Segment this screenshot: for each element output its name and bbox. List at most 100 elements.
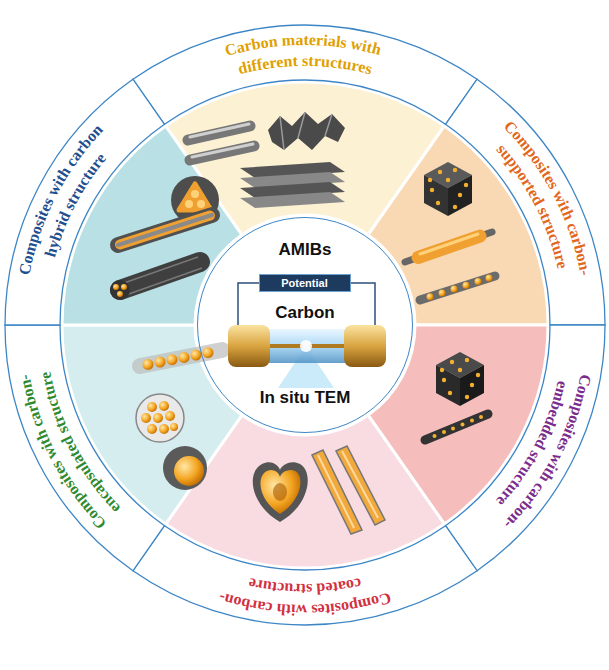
- embedded-structures-part-part: [442, 430, 446, 434]
- coated-structures-part: [318, 455, 354, 528]
- supported-structures-part-part: [438, 170, 442, 174]
- hybrid-structures-part: [118, 215, 212, 245]
- supported-structures-part: [420, 234, 478, 254]
- sector-title: Composites with carbon hybrid structure: [16, 118, 109, 277]
- encapsulated-structures-part-part: [155, 357, 166, 368]
- embedded-structures-part: [460, 365, 484, 406]
- title-cell-shape: Composites with carbon-supported structu…: [444, 77, 607, 325]
- supported-structures-part: [428, 168, 468, 209]
- encapsulated-structures-part-part: [147, 402, 157, 412]
- title-cell: Composites with carbon-embedded structur…: [444, 325, 607, 573]
- encapsulated-structures-part-part: [153, 413, 163, 423]
- hybrid-structures-part: [120, 262, 200, 290]
- supported-structures-part-part: [436, 201, 440, 205]
- supported-structures-part-part: [463, 282, 470, 289]
- embedded-structures-part: [433, 415, 484, 438]
- embedded-structures-part-part: [470, 419, 474, 423]
- supported-structures-part-part: [446, 178, 450, 182]
- sector-title: Carbon materials with different structur…: [223, 31, 387, 77]
- hybrid-structures-part-part: [113, 284, 119, 290]
- title-cell-outline: [5, 79, 164, 325]
- center-circle: AMIBsCarbon In situ TEM Potential: [197, 217, 413, 433]
- title-cell-shape: Carbon materials with different structur…: [131, 23, 479, 126]
- sector-wedges: [62, 82, 548, 568]
- coated-structures-part: [336, 446, 385, 525]
- supported-structures-part: [405, 232, 492, 262]
- title-line: Composites with carbon-: [501, 373, 595, 533]
- embedded-structures-part-part: [458, 368, 462, 372]
- carbon-structures-part: [190, 124, 249, 137]
- in-situ-cell: [228, 283, 386, 388]
- hybrid-structures-part: [179, 184, 211, 210]
- hybrid-structures-part: [110, 280, 130, 300]
- center-label: Carbon: [198, 303, 412, 323]
- hybrid-structures-part: [126, 268, 202, 295]
- coated-structures: [253, 446, 385, 534]
- hybrid-structures-part: [124, 257, 198, 283]
- coated-structures-part: [342, 451, 378, 518]
- title-cell-outline: [133, 526, 477, 625]
- carbon-structures-part: [190, 146, 254, 160]
- title-line: Composites with carbon: [16, 118, 109, 277]
- in-situ-cell-part: [344, 325, 386, 367]
- supported-structures: [405, 162, 495, 300]
- sector-title: Composites with carbon-coated structure: [217, 575, 393, 619]
- encapsulated-structures-part-part: [165, 411, 175, 421]
- supported-structures-part-part: [458, 193, 462, 197]
- coated-structures-part: [253, 462, 308, 522]
- title-line: supported structure: [493, 140, 571, 270]
- center-label: AMIBs: [198, 240, 412, 260]
- hybrid-structures-part: [185, 190, 205, 208]
- center-label: In situ TEM: [198, 388, 412, 408]
- hybrid-structures: [110, 176, 219, 300]
- title-cell: Composites with carbon-coated structure: [131, 524, 479, 627]
- supported-structures-part-part: [430, 188, 434, 192]
- encapsulated-structures-part: [136, 394, 184, 442]
- supported-structures-part-part: [451, 286, 458, 293]
- title-cell-outline: [446, 325, 605, 571]
- encapsulated-structures-part: [174, 456, 204, 486]
- supported-structures-part-part: [439, 290, 446, 297]
- title-line: coated structure: [247, 575, 363, 598]
- embedded-structures-part-part: [461, 423, 465, 427]
- encapsulated-structures-part-part: [147, 424, 157, 434]
- embedded-structures-part-part: [450, 360, 454, 364]
- potential-box: Potential: [259, 274, 351, 292]
- embedded-structures-part-part: [442, 378, 446, 382]
- coated-structures-part: [260, 470, 300, 514]
- in-situ-cell-part: [300, 340, 312, 352]
- title-cell: Carbon materials with different structur…: [131, 23, 479, 126]
- title-cell: Composites with carbon hybrid structure: [3, 77, 166, 326]
- embedded-structures-part: [436, 365, 460, 406]
- supported-structures-part-part: [453, 168, 457, 172]
- title-cell: Composites with carbon-encapsulated stru…: [3, 325, 166, 573]
- supported-structures-part: [448, 175, 472, 216]
- hybrid-structures-part: [113, 284, 127, 297]
- supported-structures-part: [420, 276, 495, 300]
- encapsulated-structures-part-part: [167, 354, 178, 365]
- embedded-structures-part-part: [448, 391, 452, 395]
- carbon-structures-part: [240, 192, 345, 208]
- encapsulated-structures: [136, 347, 222, 490]
- title-cell-shape: Composites with carbon-embedded structur…: [444, 325, 607, 573]
- embedded-structures-part-part: [470, 383, 474, 387]
- title-line: hybrid structure: [41, 150, 109, 259]
- supported-structures-part-part: [486, 275, 493, 282]
- embedded-structures-part: [440, 358, 480, 399]
- carbon-structures-part: [280, 112, 332, 150]
- encapsulated-structures-part-part: [203, 347, 214, 358]
- hybrid-structures-part-part: [185, 200, 193, 208]
- supported-structures-part-part: [427, 293, 434, 300]
- encapsulated-structures-part-part: [170, 423, 178, 431]
- embedded-structures-part-part: [465, 358, 469, 362]
- title-line: Composites with carbon-: [501, 117, 595, 277]
- hybrid-structures-part-part: [121, 284, 127, 290]
- encapsulated-structures-part-part: [159, 424, 169, 434]
- encapsulated-structures-part: [143, 347, 214, 370]
- encapsulated-structures-part: [163, 446, 207, 490]
- title-cell-shape: Composites with carbon hybrid structure: [3, 77, 166, 326]
- in-situ-cell-part: [228, 325, 270, 367]
- embedded-structures-part-part: [476, 373, 480, 377]
- box-label: Potential: [260, 275, 350, 291]
- center-ground: [197, 217, 413, 433]
